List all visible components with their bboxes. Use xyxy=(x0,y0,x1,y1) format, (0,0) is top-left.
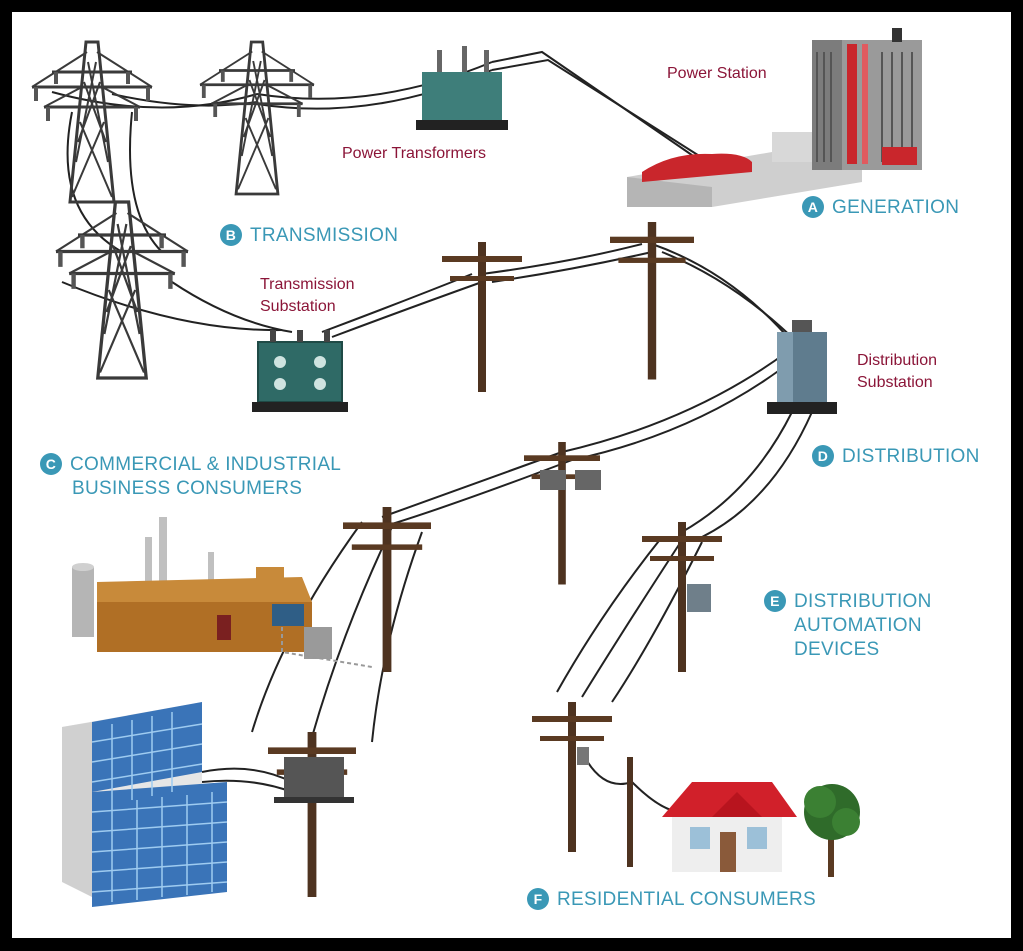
commercial-title-line1: COMMERCIAL & INDUSTRIAL xyxy=(70,454,342,475)
automation-title-line1: DISTRIBUTION xyxy=(794,591,932,612)
power-transformers-label: Power Transformers xyxy=(342,145,487,162)
section-generation: A GENERATION xyxy=(802,196,959,220)
badge-c: C xyxy=(40,453,62,475)
diagram-frame: Power Station Power Transformers Transmi… xyxy=(12,12,1011,938)
power-transformer xyxy=(416,46,508,130)
badge-d: D xyxy=(812,445,834,467)
transmission-tower-1 xyxy=(30,40,154,204)
transmission-wires xyxy=(51,50,803,348)
residential-house xyxy=(662,782,797,872)
transmission-tower-2 xyxy=(198,40,316,196)
badge-e: E xyxy=(764,590,786,612)
transmission-substation xyxy=(251,329,349,413)
utility-pole-1 xyxy=(442,242,522,392)
pole-meter xyxy=(577,747,589,765)
pole-transformer-3 xyxy=(687,584,711,612)
power-station-label: Power Station xyxy=(667,65,767,82)
factory-building xyxy=(72,517,373,668)
distribution-substation-label-line1: Distribution xyxy=(857,352,938,369)
section-transmission: B TRANSMISSION xyxy=(220,224,398,248)
section-distribution: D DISTRIBUTION xyxy=(812,445,980,469)
commercial-title-line2: BUSINESS CONSUMERS xyxy=(72,478,303,499)
distribution-pole-6 xyxy=(627,757,633,867)
power-station xyxy=(627,28,922,207)
automation-title-line2: AUTOMATION xyxy=(794,615,922,636)
badge-a: A xyxy=(802,196,824,218)
badge-f: F xyxy=(527,888,549,910)
transmission-title: TRANSMISSION xyxy=(250,225,399,246)
transmission-substation-label-line2: Substation xyxy=(260,298,336,315)
tree xyxy=(804,784,860,877)
transmission-substation-label: Transmission Substation xyxy=(260,274,355,318)
badge-b: B xyxy=(220,224,242,246)
pole-transformer-1 xyxy=(274,757,354,803)
office-building xyxy=(62,702,228,907)
distribution-substation-label: Distribution Substation xyxy=(857,350,937,394)
distribution-pole-1 xyxy=(524,442,600,585)
section-automation: E DISTRIBUTION AUTOMATION DEVICES xyxy=(764,590,932,662)
residential-title: RESIDENTIAL CONSUMERS xyxy=(557,889,816,910)
utility-pole-2 xyxy=(610,222,694,380)
automation-title-line3: DEVICES xyxy=(794,639,880,660)
generation-title: GENERATION xyxy=(832,197,960,218)
section-commercial: C COMMERCIAL & INDUSTRIAL BUSINESS CONSUM… xyxy=(40,453,341,501)
distribution-substation xyxy=(767,320,837,414)
power-grid-illustration xyxy=(30,28,922,907)
section-residential: F RESIDENTIAL CONSUMERS xyxy=(527,888,816,912)
distribution-pole-4 xyxy=(268,732,356,897)
distribution-title: DISTRIBUTION xyxy=(842,446,980,467)
transmission-tower-3 xyxy=(56,202,188,378)
transmission-substation-label-line1: Transmission xyxy=(260,276,355,293)
distribution-substation-label-line2: Substation xyxy=(857,374,933,391)
pole-transformer-2 xyxy=(540,470,601,490)
